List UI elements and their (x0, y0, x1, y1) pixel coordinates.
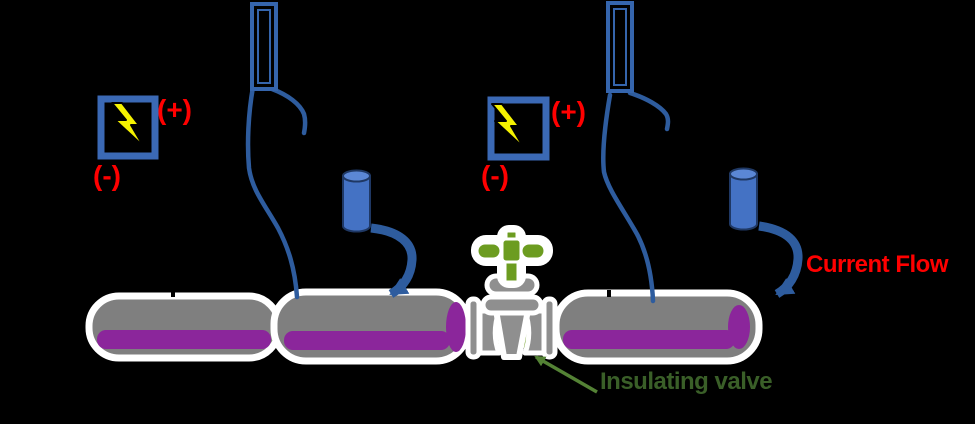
valve-handle-left-lobe (475, 241, 503, 261)
left-negative-wire (245, 84, 300, 300)
right-negative-terminal-label: (-) (481, 160, 509, 191)
pipe-tick-right (607, 290, 611, 297)
current-flow-label: Current Flow (806, 251, 949, 278)
insulating-valve-callout-arrow (534, 355, 598, 394)
left-positive-terminal-label: (+) (157, 94, 192, 125)
right-positive-terminal-label: (+) (551, 96, 586, 127)
lightning-bolt-icon-right (491, 103, 525, 149)
pipe-segment-left-bore-stripe (97, 330, 271, 349)
right-negative-wire (601, 92, 656, 304)
pipeline (85, 287, 763, 365)
insulating-valve-label: Insulating valve (600, 368, 773, 395)
pipe-segment-right-bore-stripe (563, 330, 735, 349)
anode-pole-left-inner (257, 9, 271, 84)
wires (245, 84, 671, 304)
anode-cylinder-right-top (729, 167, 758, 181)
left-positive-branch-wire (269, 86, 308, 136)
anode-cylinder-left (342, 175, 371, 233)
anode-cylinder-left-top (342, 169, 371, 183)
right-positive-branch-wire (627, 90, 671, 132)
valve-handle-right-lobe (519, 241, 547, 261)
valve-handle-center (500, 237, 523, 264)
insulating-valve (465, 225, 558, 360)
current-arrows (370, 221, 803, 298)
anodes (342, 167, 758, 233)
pipe-tick-left (171, 287, 175, 297)
valve-gate-wedge (493, 307, 531, 360)
anode-cylinder-right (729, 173, 758, 231)
anode-pole-right (606, 1, 634, 93)
valve-flange-left (465, 296, 482, 360)
valve-bonnet-lower (480, 294, 544, 316)
anode-pole-left (250, 2, 278, 91)
pipe-segment-middle (270, 288, 472, 365)
left-negative-terminal-label: (-) (93, 160, 121, 191)
anode-pole-right-inner (613, 8, 627, 86)
power-sources (97, 95, 550, 161)
pipe-segment-middle-bore-stripe (284, 331, 450, 350)
lightning-bolt-icon-left (111, 102, 145, 148)
current-arrow-right (758, 221, 803, 298)
anode-poles (250, 1, 634, 93)
pipe-segment-right-bore-end (728, 305, 750, 349)
current-arrow-left (370, 223, 417, 298)
pipe-segment-middle-bore-end (446, 302, 466, 352)
